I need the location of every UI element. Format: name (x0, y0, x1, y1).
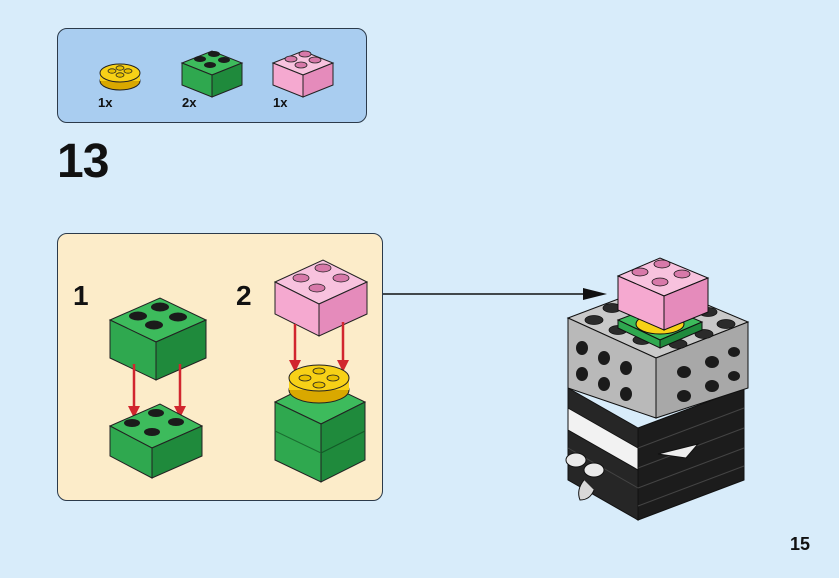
sub-step-1-label: 1 (73, 280, 89, 311)
brick-2x2-green-icon (180, 50, 244, 98)
page-number: 15 (790, 534, 811, 554)
brickheadz-model-illustration (565, 257, 750, 521)
part-qty-green: 2x (182, 95, 197, 110)
step-number: 13 (57, 135, 109, 188)
round-plate-yellow-icon (99, 63, 141, 91)
sub-step-1-illustration (108, 297, 208, 479)
sub-step-2-illustration (273, 259, 369, 483)
part-qty-pink: 1x (273, 95, 288, 110)
parts-list-panel: 1x 2x 1x (57, 28, 367, 123)
part-qty-yellow: 1x (98, 95, 113, 110)
sub-step-panel: 1 2 (57, 233, 383, 501)
brick-2x2-pink-icon (271, 50, 335, 98)
pointer-arrow (383, 288, 607, 300)
sub-step-2-label: 2 (236, 280, 252, 311)
